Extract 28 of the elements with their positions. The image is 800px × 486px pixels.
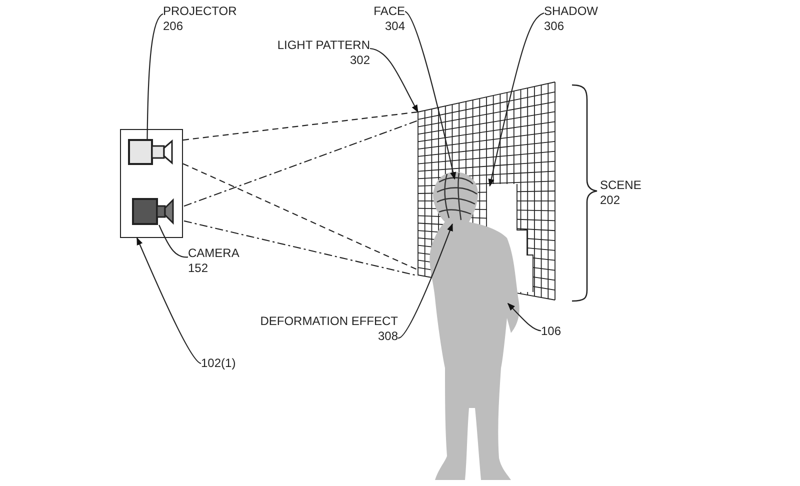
- part-name: 102(1): [201, 356, 236, 371]
- projection-line: [182, 111, 418, 141]
- leader-arrow: [507, 302, 542, 332]
- reference-number: 304: [384, 19, 405, 34]
- leader-arrow: [398, 223, 453, 339]
- reference-number: 302: [350, 53, 370, 68]
- reference-number: 152: [188, 261, 208, 276]
- reference-number: 306: [544, 19, 564, 34]
- projection-line: [182, 163, 418, 270]
- leader-arrow: [488, 12, 544, 187]
- part-name: PROJECTOR: [163, 4, 237, 19]
- leader-arrow: [370, 48, 418, 113]
- part-label: SCENE 202: [600, 178, 642, 208]
- projection-line: [184, 220, 418, 276]
- reference-number: 308: [378, 329, 398, 344]
- leader-line: [146, 13, 164, 139]
- reference-number: 206: [163, 19, 184, 34]
- part-name: LIGHT PATTERN: [277, 38, 370, 53]
- device-box: [120, 129, 183, 238]
- leader-arrow: [404, 11, 456, 180]
- leader-line: [158, 224, 188, 258]
- leader-arrow: [136, 237, 202, 364]
- part-name: CAMERA: [188, 246, 240, 261]
- part-name: FACE: [374, 4, 405, 19]
- part-name: DEFORMATION EFFECT: [260, 314, 398, 329]
- projection-line: [184, 120, 418, 207]
- part-name: 106: [541, 324, 562, 339]
- part-name: SHADOW: [544, 4, 598, 19]
